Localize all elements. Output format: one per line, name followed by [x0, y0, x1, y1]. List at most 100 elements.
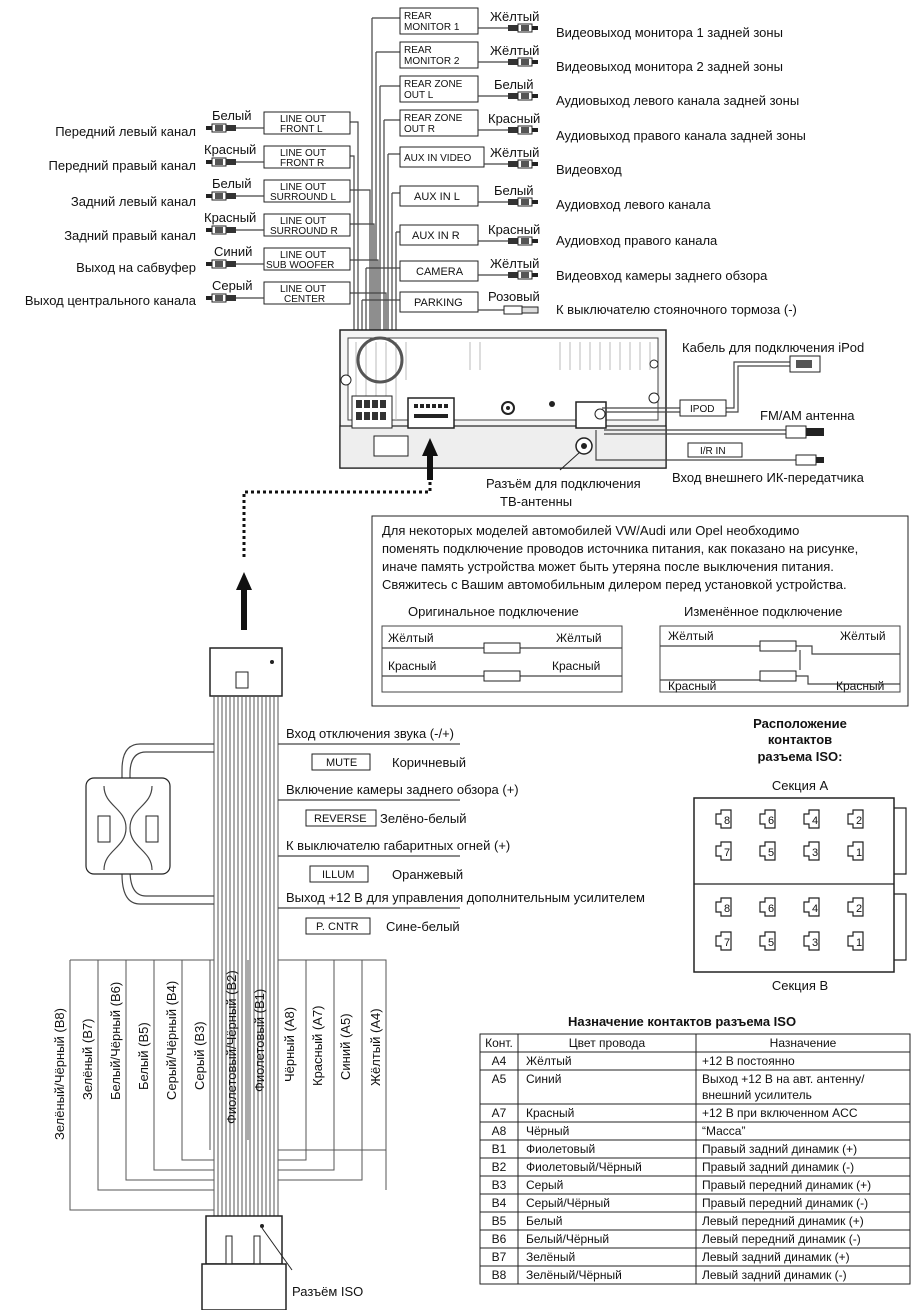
- table-cell-color: Белый/Чёрный: [526, 1232, 609, 1246]
- pin-a3: 3: [812, 847, 818, 859]
- pin-b3: 3: [812, 937, 818, 949]
- table-cell-pin: B1: [492, 1142, 507, 1156]
- rca-right-0-desc: Видеовыход монитора 1 задней зоны: [556, 25, 783, 40]
- connection-arrows: [236, 438, 438, 630]
- bundle-label-b8: Зелёный/Чёрный (B8): [52, 1008, 67, 1140]
- iso-layout-title-1: Расположение: [753, 716, 847, 731]
- table-cell-color: Чёрный: [526, 1124, 569, 1138]
- rca-label-box-rear-zone-l: [399, 75, 479, 103]
- connector-icon: [483, 642, 521, 654]
- left-rca-descriptions: Передний левый канал Передний правый кан…: [25, 124, 197, 308]
- table-cell-pin: B7: [492, 1250, 507, 1264]
- table-cell-pin: B4: [492, 1196, 507, 1210]
- control-3-label: P. CNTR: [316, 921, 359, 933]
- pin-a6: 6: [768, 815, 774, 827]
- table-cell-color: Серый: [526, 1178, 563, 1192]
- table-cell-function: Выход +12 В на авт. антенну/: [702, 1072, 865, 1086]
- right-rca-colors: Жёлтый Жёлтый Белый Красный Жёлтый Белый…: [488, 9, 540, 304]
- rca-left-2-color: Белый: [212, 176, 252, 191]
- iso-pin-layout: Расположение контактов разъема ISO: Секц…: [693, 716, 907, 993]
- orig-yellow-right: Жёлтый: [556, 631, 602, 645]
- table-cell-function: Левый передний динамик (-): [702, 1232, 861, 1246]
- table-cell-function: “Масса”: [702, 1124, 745, 1138]
- rca-left-2-desc: Задний левый канал: [71, 194, 196, 209]
- orig-red-right: Красный: [552, 659, 600, 673]
- parking-terminal-icon: [503, 305, 539, 315]
- head-unit-rear-panel: [339, 329, 667, 469]
- rca-left-3-color: Красный: [204, 210, 256, 225]
- pin-b7: 7: [724, 937, 730, 949]
- pin-b6: 6: [768, 903, 774, 915]
- rca-left-5-label2: CENTER: [284, 294, 325, 305]
- table-cell-function: Левый задний динамик (+): [702, 1250, 850, 1264]
- fm-antenna-desc: FM/AM антенна: [760, 408, 855, 423]
- tv-antenna-desc-2: ТВ-антенны: [500, 494, 572, 509]
- rca-right-5-desc: Аудиовход левого канала: [556, 197, 711, 212]
- rca-right-8-color: Розовый: [488, 289, 540, 304]
- rca-left-0-desc: Передний левый канал: [55, 124, 196, 139]
- rca-right-2-label2: OUT L: [404, 90, 434, 101]
- table-cell-pin: A8: [492, 1124, 507, 1138]
- rca-right-1-label2: MONITOR 2: [404, 56, 460, 67]
- rca-label-box-aux-l: [399, 185, 479, 207]
- ipod-label: IPOD: [690, 404, 714, 415]
- rca-left-3-label2: SURROUND R: [270, 226, 338, 237]
- pin-a5: 5: [768, 847, 774, 859]
- pin-b4: 4: [812, 903, 818, 915]
- orig-red-left: Красный: [388, 659, 436, 673]
- note-box: Для некоторых моделей автомобилей VW/Aud…: [371, 515, 909, 707]
- control-3-desc: Выход +12 В для управления дополнительны…: [286, 890, 645, 905]
- connector-icon: [759, 670, 797, 682]
- table-cell-function: Правый передний динамик (-): [702, 1196, 868, 1210]
- rca-right-6-label1: AUX IN R: [412, 230, 460, 242]
- rca-right-3-label2: OUT R: [404, 124, 435, 135]
- pin-a1: 1: [856, 847, 862, 859]
- control-3-color: Сине-белый: [386, 919, 460, 934]
- rca-right-3-label1: REAR ZONE: [404, 113, 463, 124]
- ir-label: I/R IN: [700, 446, 726, 457]
- rca-left-0-color: Белый: [212, 108, 252, 123]
- rca-right-2-label1: REAR ZONE: [404, 79, 463, 90]
- ipod-plug-icon: [789, 355, 821, 373]
- iso-layout-title-3: разъема ISO:: [757, 749, 842, 764]
- table-cell-pin: B2: [492, 1160, 507, 1174]
- control-1-color: Зелёно-белый: [380, 811, 467, 826]
- table-cell-function-cont: внешний усилитель: [702, 1088, 812, 1102]
- rca-right-0-label2: MONITOR 1: [404, 22, 460, 33]
- pin-a4: 4: [812, 815, 818, 827]
- rca-right-4-color: Жёлтый: [490, 145, 539, 160]
- rca-left-0-label1: LINE OUT: [280, 114, 326, 125]
- pin-b5: 5: [768, 937, 774, 949]
- orig-yellow-left: Жёлтый: [388, 631, 434, 645]
- rca-left-5-label1: LINE OUT: [280, 284, 326, 295]
- iso-connector-label: Разъём ISO: [292, 1284, 363, 1299]
- table-cell-color: Фиолетовый: [526, 1142, 595, 1156]
- rca-label-box-camera: [399, 260, 479, 282]
- bundle-label-b7: Зелёный (B7): [80, 1019, 95, 1100]
- table-header: Цвет провода: [569, 1036, 646, 1050]
- iso-section-b: Секция B: [772, 978, 828, 993]
- rca-left-1-color: Красный: [204, 142, 256, 157]
- bundle-label-b4: Серый/Чёрный (B4): [164, 981, 179, 1100]
- control-1-desc: Включение камеры заднего обзора (+): [286, 782, 519, 797]
- right-rca-boxes: REAR MONITOR 1 REAR MONITOR 2 REAR ZONE …: [399, 7, 485, 313]
- table-cell-function: Правый задний динамик (+): [702, 1142, 857, 1156]
- rca-right-2-color: Белый: [494, 77, 534, 92]
- table-cell-color: Белый: [526, 1214, 562, 1228]
- tv-antenna-desc-1: Разъём для подключения: [486, 476, 641, 491]
- bundle-label-a7: Красный (A7): [310, 1006, 325, 1087]
- rca-right-3-desc: Аудиовыход правого канала задней зоны: [556, 128, 806, 143]
- table-cell-pin: B3: [492, 1178, 507, 1192]
- table-cell-function: Правый задний динамик (-): [702, 1160, 854, 1174]
- rca-label-box-rear-monitor-1: [399, 7, 479, 35]
- table-cell-function: Левый задний динамик (-): [702, 1268, 847, 1282]
- rca-left-2-label2: SURROUND L: [270, 192, 337, 203]
- table-header: Назначение: [770, 1036, 837, 1050]
- table-cell-color: Фиолетовый/Чёрный: [526, 1160, 642, 1174]
- table-cell-pin: A7: [492, 1106, 507, 1120]
- rca-right-4-label1: AUX IN VIDEO: [404, 153, 471, 164]
- iso-pin-table: Назначение контактов разъема ISO Конт.Цв…: [479, 1014, 911, 1285]
- table-cell-pin: B6: [492, 1232, 507, 1246]
- rca-label-box-rear-monitor-2: [399, 41, 479, 69]
- iso-section-a: Секция A: [772, 778, 829, 793]
